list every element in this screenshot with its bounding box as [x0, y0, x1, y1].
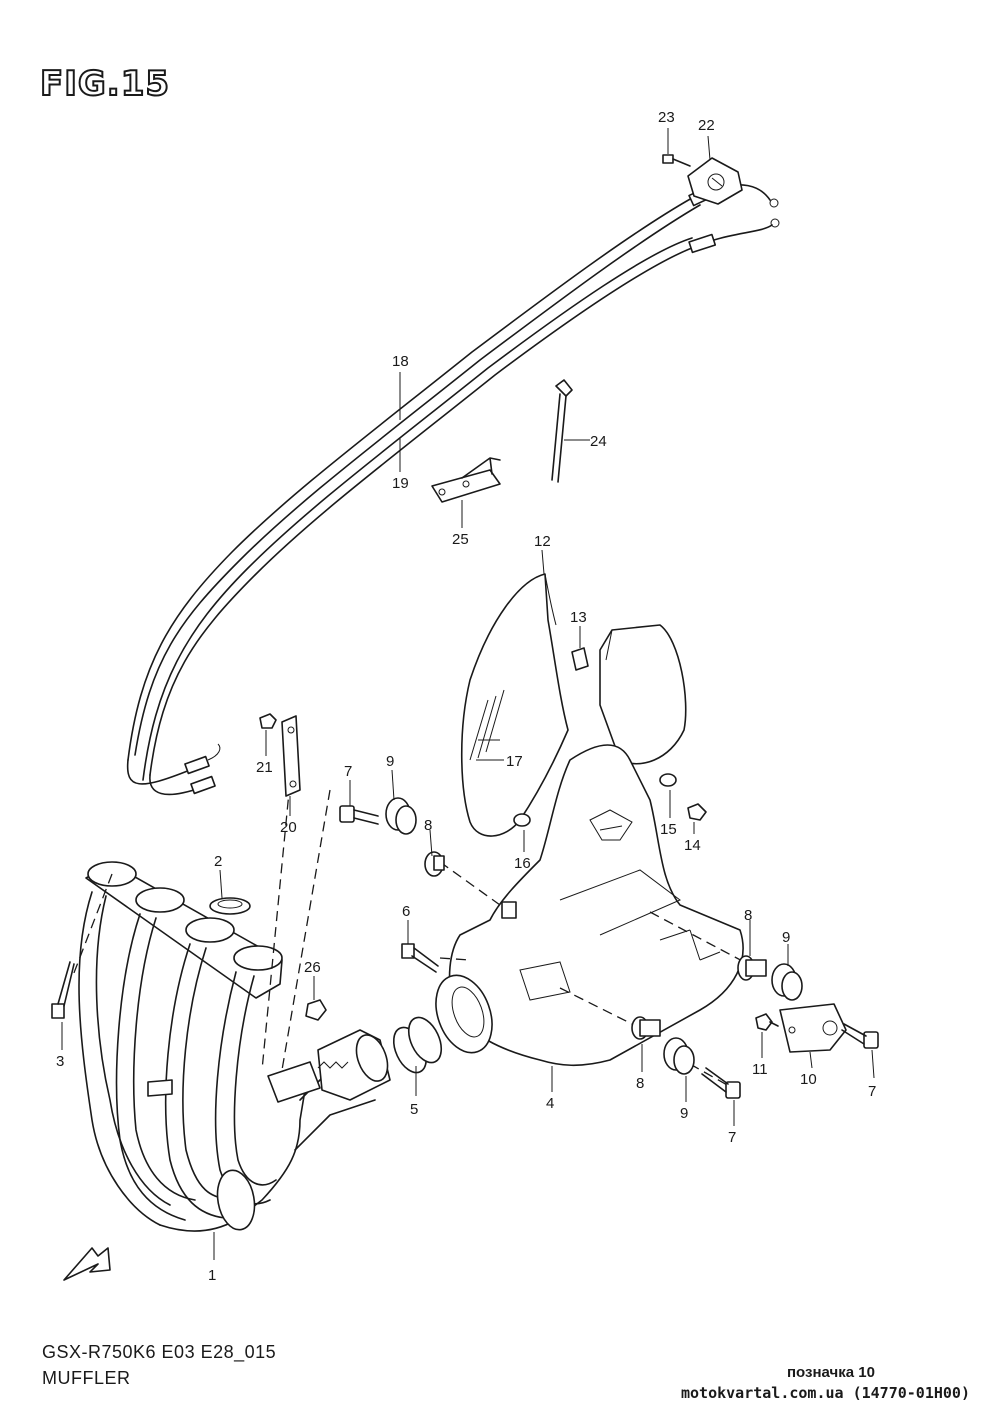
callout-9-lower: 9 [680, 1105, 688, 1122]
exhaust-pipe-1 [78, 861, 376, 1232]
callout-14: 14 [684, 837, 701, 854]
callout-25: 25 [452, 531, 469, 548]
grommet-9-upper [385, 797, 417, 835]
callout-5: 5 [410, 1101, 418, 1118]
note-label: позначка 10 [787, 1364, 875, 1381]
muffler-cover [599, 624, 687, 765]
nut-21 [259, 713, 277, 729]
callout-8-right: 8 [744, 907, 752, 924]
assembly-leaders [71, 719, 749, 1091]
callout-labels: 1 2 3 4 5 6 7 7 7 8 8 8 9 9 9 10 11 12 1… [56, 109, 876, 1284]
grommet-9-right [771, 963, 803, 1001]
bolt-3 [51, 961, 75, 1019]
nut-26 [305, 999, 327, 1021]
front-arrow-icon [63, 1247, 111, 1281]
callout-2: 2 [214, 853, 222, 870]
heat-shield-12 [460, 573, 569, 837]
callout-18: 18 [392, 353, 409, 370]
callout-23: 23 [658, 109, 675, 126]
callout-15: 15 [660, 821, 677, 838]
bolt-7-upper [339, 805, 379, 825]
callout-7-right: 7 [868, 1083, 876, 1100]
callout-8-lower: 8 [636, 1075, 644, 1092]
callout-16: 16 [514, 855, 531, 872]
cable-bracket-25 [431, 457, 501, 503]
callout-3: 3 [56, 1053, 64, 1070]
callout-21: 21 [256, 759, 273, 776]
muffler-inlet-clamp [435, 974, 493, 1054]
callout-10: 10 [800, 1071, 817, 1088]
gasket-2 [209, 897, 251, 915]
clip-13 [571, 647, 589, 671]
callout-13: 13 [570, 609, 587, 626]
collar-8-right [737, 955, 767, 981]
bracket-20 [281, 715, 301, 797]
callout-leaders [61, 128, 875, 1260]
collar-8-upper [424, 851, 445, 877]
exhaust-joint [317, 1029, 391, 1101]
callout-1: 1 [208, 1267, 216, 1284]
bolt-23 [662, 154, 691, 167]
callout-12: 12 [534, 533, 551, 550]
callout-26: 26 [304, 959, 321, 976]
figure-title: FIG.15 [39, 63, 171, 105]
grommet-9-lower [663, 1037, 695, 1075]
callout-11: 11 [752, 1061, 768, 1078]
bolt-11 [755, 1013, 779, 1031]
bolt-7-right [841, 1023, 879, 1049]
cable-tie-24 [551, 379, 573, 483]
model-code: GSX-R750K6 E03 E28_015 [42, 1342, 277, 1362]
callout-24: 24 [590, 433, 607, 450]
throttle-cable-assembly [126, 184, 780, 796]
callout-9-upper: 9 [386, 753, 394, 770]
site-watermark: motokvartal.com.ua (14770-01H00) [681, 1384, 970, 1402]
muffler-body-4 [448, 744, 744, 1067]
collar-8-lower [631, 1016, 661, 1040]
callout-7-lower: 7 [728, 1129, 736, 1146]
callout-19: 19 [392, 475, 409, 492]
cable-bracket-22 [687, 157, 743, 205]
section-name: MUFFLER [42, 1368, 131, 1388]
callout-8-upper: 8 [424, 817, 432, 834]
bolt-6 [401, 943, 439, 973]
callout-20: 20 [280, 819, 297, 836]
callout-17: 17 [506, 753, 523, 770]
clip-16 [513, 813, 531, 827]
callout-9-right: 9 [782, 929, 790, 946]
callout-7-upper: 7 [344, 763, 352, 780]
callout-6: 6 [402, 903, 410, 920]
callout-4: 4 [546, 1095, 554, 1112]
nut-15 [659, 773, 677, 787]
bolt-7-lower [701, 1067, 741, 1099]
gasket-5 [392, 1016, 443, 1074]
callout-22: 22 [698, 117, 715, 134]
bracket-10 [779, 1003, 847, 1053]
nut-14 [687, 803, 707, 821]
